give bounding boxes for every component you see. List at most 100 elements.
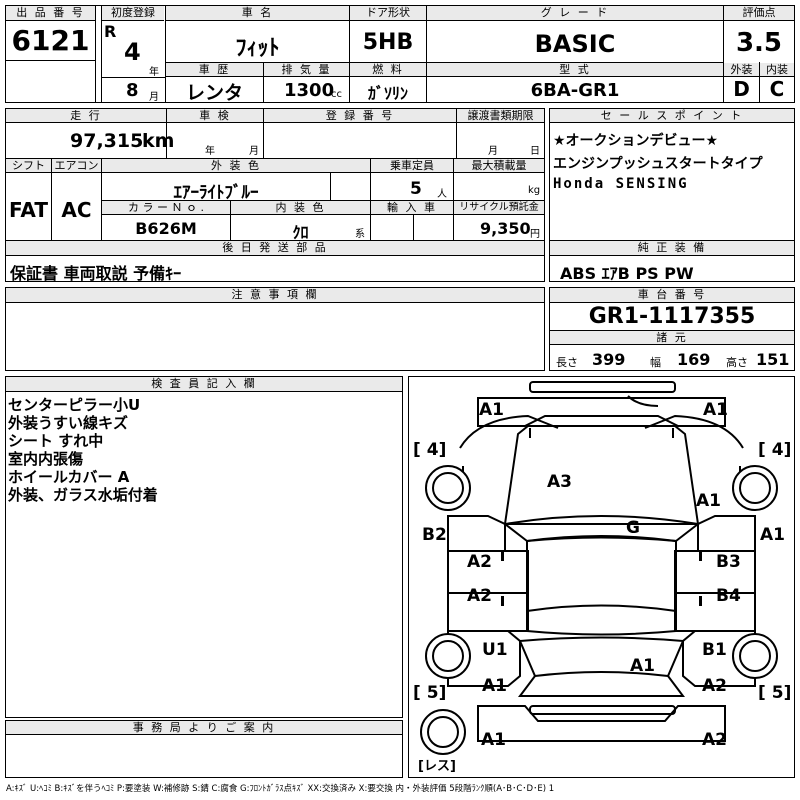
model-label: 型 式 bbox=[427, 63, 723, 77]
height-label: 高さ bbox=[726, 356, 748, 369]
equipment-value: ABS ｴｱB PS PW bbox=[560, 264, 694, 283]
mark-door-rr: B4 bbox=[716, 586, 741, 606]
width-value: 169 bbox=[677, 350, 711, 369]
notes-label: 注 意 事 項 欄 bbox=[6, 288, 544, 303]
chassis-number: GR1-1117355 bbox=[588, 304, 756, 329]
sales-point-3: Honda SENSING bbox=[553, 176, 689, 192]
history-value: レンタ bbox=[185, 82, 243, 104]
int-color-label: 内 装 色 bbox=[231, 201, 370, 215]
height-value: 151 bbox=[756, 350, 790, 369]
first-reg-label: 初度登録 bbox=[102, 6, 164, 21]
int-color-unit: 系 bbox=[355, 229, 365, 240]
inspector-line-4: 室内内張傷 bbox=[8, 450, 84, 468]
ext-color-label: 外 装 色 bbox=[102, 159, 370, 173]
equipment-label: 純 正 装 備 bbox=[550, 241, 794, 256]
transfer-label: 譲渡書類期限 bbox=[457, 109, 544, 123]
inspector-line-6: 外装、ガラス水垢付着 bbox=[8, 486, 158, 504]
tire-fr-label: [4] bbox=[758, 440, 792, 460]
sales-points-box bbox=[549, 108, 795, 282]
first-reg-year-unit: 年 bbox=[149, 67, 159, 78]
mark-roof: A1 bbox=[630, 656, 655, 676]
inspector-box bbox=[5, 376, 403, 718]
mark-front-l: A1 bbox=[479, 400, 504, 420]
mark-pillar-r: A1 bbox=[760, 525, 785, 545]
mark-fender-r: A1 bbox=[696, 491, 721, 511]
length-label: 長さ bbox=[556, 356, 578, 369]
grade-value: BASIC bbox=[534, 30, 616, 58]
transfer-month-unit: 月 bbox=[488, 146, 498, 157]
inspector-line-3: シート すれ中 bbox=[8, 432, 104, 450]
fuel-value: ｶﾞｿﾘﾝ bbox=[367, 84, 408, 103]
inspection-month-unit: 月 bbox=[249, 146, 259, 157]
first-reg-month-unit: 月 bbox=[149, 92, 159, 103]
door-label: ドア形状 bbox=[350, 6, 426, 21]
car-outline bbox=[420, 381, 778, 755]
score-value: 3.5 bbox=[735, 28, 783, 58]
color-no-value: B626M bbox=[135, 219, 197, 238]
office-label: 事 務 局 よ り ご 案 内 bbox=[6, 721, 402, 735]
max-load-unit: kg bbox=[528, 185, 541, 196]
history-label: 車 歴 bbox=[166, 63, 263, 77]
tire-rl-label: [5] bbox=[413, 683, 447, 703]
width-label: 幅 bbox=[650, 356, 661, 369]
transfer-day-unit: 日 bbox=[530, 146, 540, 157]
shift-label: シフト bbox=[6, 159, 51, 173]
mark-fender-l: B2 bbox=[422, 525, 447, 545]
ext-grade: D bbox=[733, 77, 750, 101]
tire-fl-label: [4] bbox=[413, 440, 447, 460]
mark-door-fl: A2 bbox=[467, 552, 492, 572]
mileage-unit: km bbox=[142, 130, 175, 152]
detail-grid bbox=[5, 108, 545, 282]
ext-color-value: ｴｱｰﾗｲﾄﾌﾞﾙｰ bbox=[173, 183, 259, 203]
capacity-value: 5 bbox=[410, 179, 422, 199]
later-parts-value: 保証書 車両取説 予備ｷｰ bbox=[10, 264, 182, 283]
mark-rear-l: A1 bbox=[482, 676, 507, 696]
door-value: 5HB bbox=[362, 30, 414, 55]
inspector-label: 検 査 員 記 入 欄 bbox=[6, 377, 402, 392]
mark-quarter-r: B1 bbox=[702, 640, 727, 660]
later-parts-label: 後 日 発 送 部 品 bbox=[6, 241, 544, 256]
mark-rear-r: A2 bbox=[702, 676, 727, 696]
damage-diagram bbox=[408, 376, 795, 778]
recycle-unit: 円 bbox=[530, 229, 540, 240]
inspector-line-1: センターピラー小U bbox=[8, 396, 141, 414]
tire-rr-label: [5] bbox=[758, 683, 792, 703]
capacity-unit: 人 bbox=[437, 189, 447, 200]
mileage-label: 走 行 bbox=[6, 109, 166, 123]
first-reg-month: 8 bbox=[126, 80, 139, 101]
ac-label: エアコン bbox=[52, 159, 101, 173]
lot-label: 出 品 番 号 bbox=[6, 6, 95, 21]
spare-tire-label: [レス] bbox=[418, 759, 456, 774]
inspection-year-unit: 年 bbox=[205, 146, 215, 157]
length-value: 399 bbox=[592, 350, 626, 369]
color-no-label: カ ラ ー Ｎ ｏ . bbox=[102, 201, 230, 215]
ext-label: 外装 bbox=[724, 63, 759, 77]
sales-point-1: ★オークションデビュー★ bbox=[553, 133, 719, 149]
office-box bbox=[5, 720, 403, 778]
car-name-label: 車 名 bbox=[166, 6, 349, 21]
recycle-label: リサイクル預託金 bbox=[454, 201, 544, 215]
lot-number: 6121 bbox=[11, 24, 90, 57]
mark-quarter-l: U1 bbox=[482, 640, 508, 660]
mark-glass: G bbox=[626, 518, 640, 538]
notes-box bbox=[5, 287, 545, 371]
fuel-label: 燃 料 bbox=[350, 63, 426, 77]
chassis-label: 車 台 番 号 bbox=[550, 288, 794, 303]
int-label: 内装 bbox=[760, 63, 794, 77]
displacement-unit: cc bbox=[331, 89, 342, 100]
mark-bonnet: A3 bbox=[547, 472, 572, 492]
inspection-label: 車 検 bbox=[167, 109, 263, 123]
ac-value: AC bbox=[61, 198, 92, 222]
inspector-line-5: ホイールカバー A bbox=[8, 468, 130, 486]
inspector-line-2: 外装うすい線キズ bbox=[8, 414, 129, 432]
int-grade: C bbox=[769, 77, 785, 101]
mark-front-r: A1 bbox=[703, 400, 728, 420]
shift-value: FAT bbox=[9, 198, 48, 222]
mark-bumper-l: A1 bbox=[481, 730, 506, 750]
car-name: ﾌｨｯﾄ bbox=[235, 36, 280, 61]
mark-door-rl: A2 bbox=[467, 586, 492, 606]
mark-door-fr: B3 bbox=[716, 552, 741, 572]
score-label: 評価点 bbox=[724, 6, 794, 21]
specs-label: 諸 元 bbox=[550, 331, 794, 345]
header-grid bbox=[5, 5, 795, 103]
